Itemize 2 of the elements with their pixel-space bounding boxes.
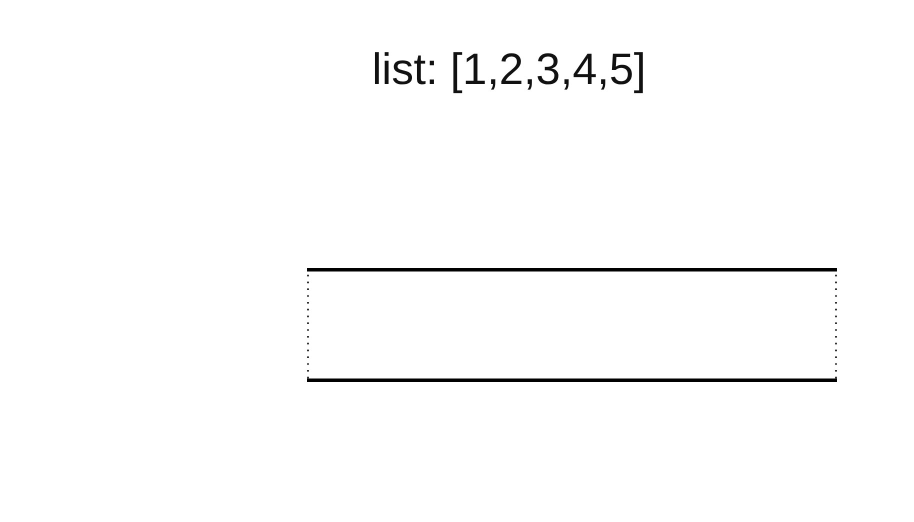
diagram-title: list: [1,2,3,4,5] <box>372 44 646 96</box>
empty-box <box>307 268 837 382</box>
